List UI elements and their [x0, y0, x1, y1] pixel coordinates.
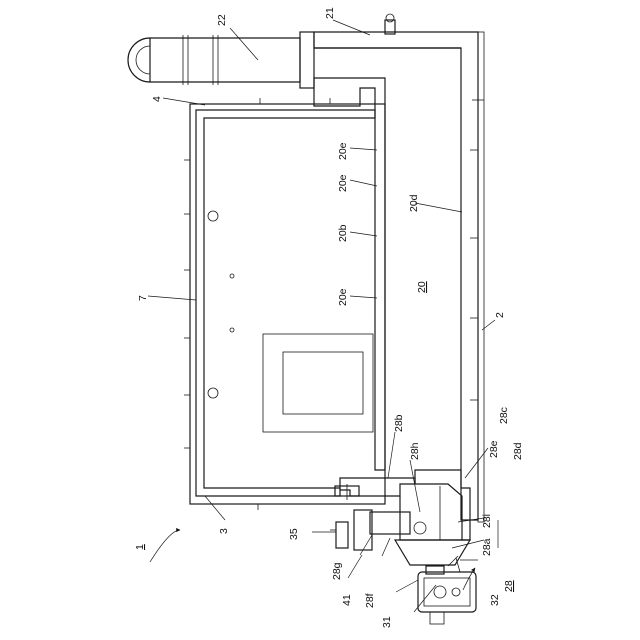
label-28i: 28i: [481, 514, 493, 528]
label-28g: 28g: [331, 562, 343, 580]
reference-labels: 22 21 4 7 20e 20e 20b 20e 20d 20 2 28b 2…: [134, 7, 524, 628]
label-28c: 28c: [498, 407, 510, 424]
label-21: 21: [324, 7, 336, 19]
upper-duct-assembly: [314, 14, 484, 522]
label-20e-mid: 20e: [337, 174, 349, 192]
label-20e-low: 20e: [337, 288, 349, 306]
label-28h: 28h: [409, 442, 421, 460]
label-28f: 28f: [364, 593, 376, 608]
label-20e-top: 20e: [337, 142, 349, 160]
lower-duct-box: [330, 470, 470, 565]
label-7: 7: [137, 295, 149, 301]
label-35: 35: [288, 528, 300, 540]
exhaust-duct: [128, 32, 314, 88]
label-31: 31: [381, 616, 393, 628]
label-20b: 20b: [337, 224, 349, 242]
blower-unit: [418, 556, 476, 624]
label-28: 28: [503, 580, 515, 592]
label-32: 32: [489, 594, 501, 606]
leader-lines: [148, 20, 498, 612]
label-3: 3: [218, 528, 230, 534]
label-41: 41: [341, 594, 353, 606]
label-20: 20: [416, 281, 428, 293]
label-20d: 20d: [408, 194, 420, 212]
label-22: 22: [216, 14, 228, 26]
label-28b: 28b: [393, 414, 405, 432]
label-1: 1: [134, 544, 146, 550]
label-2: 2: [494, 312, 506, 318]
main-chamber: [184, 98, 385, 510]
label-28e: 28e: [488, 440, 500, 458]
label-28d: 28d: [512, 442, 524, 460]
label-28a: 28a: [481, 538, 493, 556]
label-4: 4: [151, 96, 163, 102]
